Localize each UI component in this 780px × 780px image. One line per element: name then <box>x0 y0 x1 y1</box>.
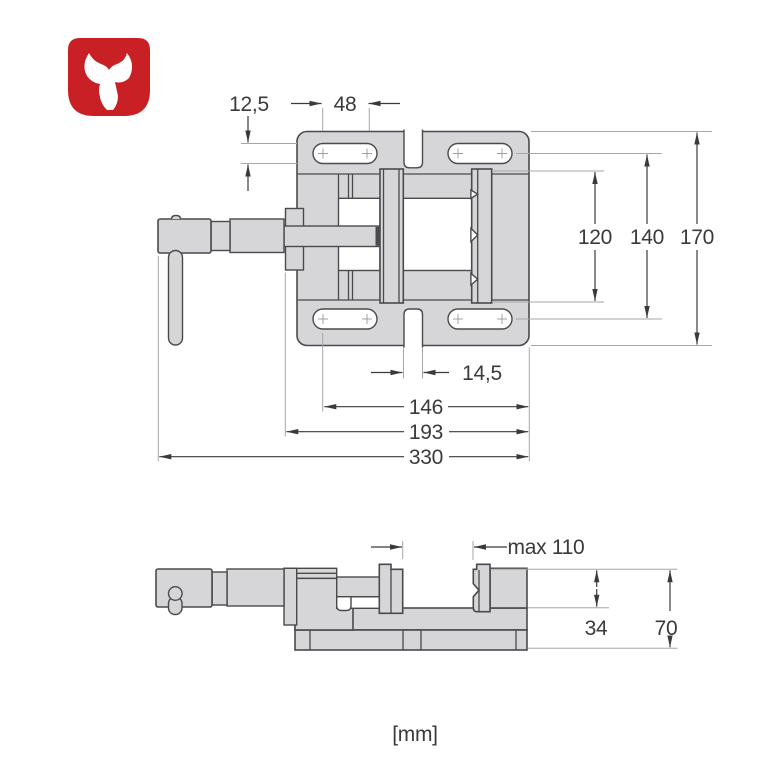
bull-head-glyph <box>84 53 133 110</box>
dim-label-max-opening: max 110 <box>508 536 585 559</box>
spindle-cylinder-plan <box>229 218 285 254</box>
guide-bar-lines <box>337 174 354 300</box>
handle-end-peek <box>170 214 182 220</box>
lead-screw-side <box>336 576 381 598</box>
lead-screw <box>283 225 382 248</box>
handle-hub-side <box>155 568 213 608</box>
mounting-slot-top-left <box>312 142 378 165</box>
carriage-front-plate <box>283 567 298 626</box>
center-notch-bottom <box>403 308 424 348</box>
v-groove-top <box>470 188 480 200</box>
moving-jaw-plate-lines <box>382 169 400 303</box>
mounting-slot-bottom-left <box>312 308 378 330</box>
bull-logo-icon <box>68 38 150 116</box>
side-view <box>155 563 528 651</box>
fixed-block-side <box>489 567 528 609</box>
screw-nut <box>375 226 381 246</box>
dim-label-slot-span: 146 <box>409 396 443 419</box>
moving-jaw-plan <box>379 168 405 304</box>
dim-label-hole-spacing: 140 <box>630 226 664 249</box>
dim-label-jaw-height: 34 <box>585 617 608 640</box>
mounting-slot-top-right <box>447 142 513 165</box>
side-view-dimensions: max 110 34 70 <box>371 536 678 649</box>
handle-rod-end <box>167 586 183 602</box>
dim-label-notch-width: 14,5 <box>462 362 502 385</box>
crank-handle-rod <box>167 249 184 346</box>
carriage-relief-notch <box>336 596 352 612</box>
mounting-slot-bottom-right <box>447 308 513 330</box>
spindle-collar-side <box>211 571 228 606</box>
opening-right <box>402 197 473 272</box>
dim-label-body-length: 193 <box>409 421 443 444</box>
dim-label-slot-width: 12,5 <box>229 93 269 116</box>
spindle-collar-plan <box>210 220 231 252</box>
handle-hub-plan <box>157 218 212 254</box>
top-view <box>157 129 530 348</box>
base-plate <box>294 629 528 651</box>
extension-lines-side <box>402 541 678 649</box>
v-groove-middle <box>470 226 479 244</box>
spindle-cylinder-side <box>226 568 285 607</box>
dim-label-flange-width: 170 <box>680 226 714 249</box>
dim-label-overall-length: 330 <box>409 446 443 469</box>
base-segment-lines <box>309 630 517 650</box>
dimension-arrows-side <box>371 544 673 648</box>
v-groove-bottom <box>470 271 479 287</box>
fixed-jaw-side <box>472 563 491 613</box>
center-notch-top <box>403 129 424 169</box>
unit-note: [mm] <box>392 723 437 746</box>
dim-label-slot-length: 48 <box>334 93 357 116</box>
dim-label-overall-height: 70 <box>655 617 678 640</box>
dim-label-jaw-width: 120 <box>578 226 612 249</box>
slot-center-marks <box>318 148 507 324</box>
dimension-arrows-plan <box>159 100 700 460</box>
top-view-dimensions: 12,5 48 120 140 170 14,5 146 193 330 <box>157 93 714 469</box>
extension-lines-plan <box>157 108 712 462</box>
